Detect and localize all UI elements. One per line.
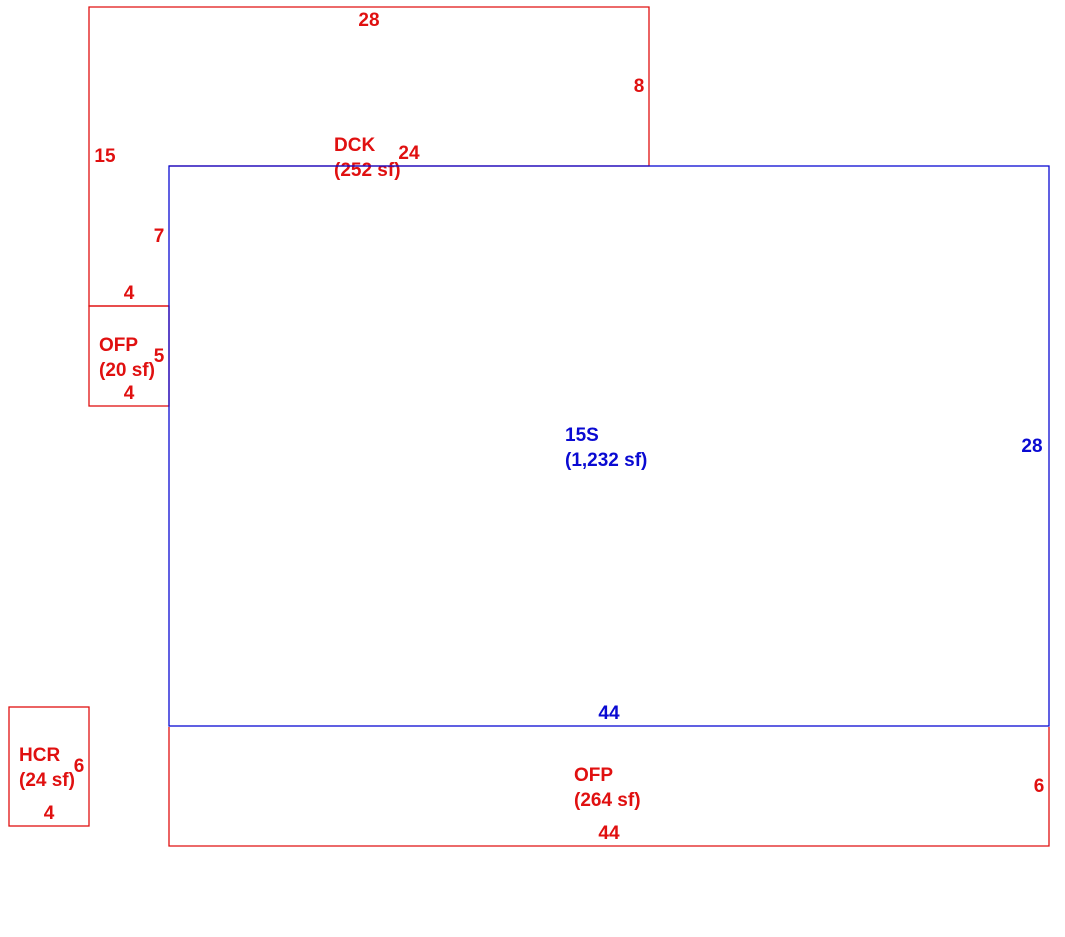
ofp-large-dim-right: 6 [1034,776,1045,797]
area-dck: 28 8 15 24 7 4 DCK (252 sf) [88,6,650,307]
ofp-large-outline [168,727,1050,847]
hcr-dim-side: 6 [74,756,85,777]
dck-code: DCK [334,135,375,156]
area-hcr: HCR (24 sf) 6 4 [8,706,90,827]
hcr-outline [8,706,90,827]
area-ofp-large: OFP (264 sf) 6 44 [168,727,1050,847]
dck-dim-left: 15 [94,146,116,167]
hcr-code: HCR [19,745,60,766]
ofp-large-code: OFP [574,765,613,786]
area-ofp-small: OFP (20 sf) 5 4 [88,305,170,407]
area-living-15s: 15S (1,232 sf) 28 44 [168,165,1050,727]
ofp-small-dim-side: 5 [154,346,165,367]
living-dim-bottom: 44 [598,703,620,724]
ofp-small-area: (20 sf) [99,360,155,381]
hcr-area: (24 sf) [19,770,75,791]
living-dim-right: 28 [1021,436,1042,457]
dck-dim-inner-side: 7 [154,226,165,247]
dck-dim-inner-top: 24 [398,143,420,164]
ofp-large-dim-bottom: 44 [598,823,620,844]
dck-dim-top: 28 [358,10,379,31]
ofp-large-area: (264 sf) [574,790,641,811]
living-area: (1,232 sf) [565,450,647,471]
dck-dim-right: 8 [634,76,645,97]
ofp-small-dim-bottom: 4 [124,383,135,404]
hcr-dim-bottom: 4 [44,803,55,824]
living-code: 15S [565,425,599,446]
ofp-small-code: OFP [99,335,138,356]
dck-dim-bottom: 4 [124,283,135,304]
dck-outline [88,6,650,307]
dck-area: (252 sf) [334,160,401,181]
living-outline [168,165,1050,727]
